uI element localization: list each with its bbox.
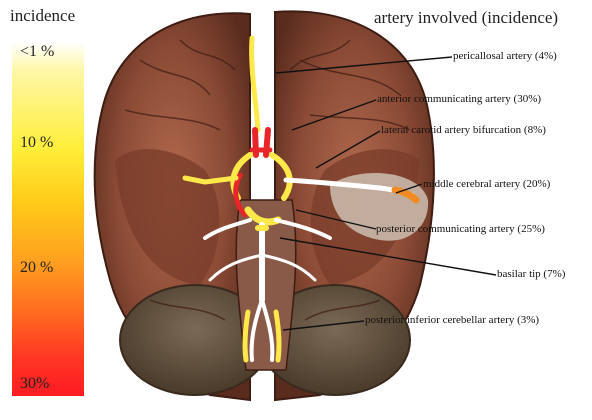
label-posterior-communicating: posterior communicating artery (25%) bbox=[376, 223, 545, 235]
label-basilar-tip: basilar tip (7%) bbox=[497, 268, 565, 280]
label-lateral-carotid: lateral carotid artery bifurcation (8%) bbox=[381, 124, 546, 136]
label-pericallosal: pericallosal artery (4%) bbox=[453, 50, 557, 62]
pericallosal-artery bbox=[252, 38, 258, 130]
label-anterior-communicating: anterior communicating artery (30%) bbox=[377, 93, 541, 105]
pericallosal-artery-right bbox=[264, 42, 270, 130]
pica-right bbox=[276, 312, 279, 360]
label-middle-cerebral: middle cerebral artery (20%) bbox=[423, 178, 550, 190]
label-pica: posterior inferior cerebellar artery (3%… bbox=[365, 314, 539, 326]
artery-heading: artery involved (incidence) bbox=[374, 8, 558, 28]
pica-left bbox=[245, 312, 248, 360]
